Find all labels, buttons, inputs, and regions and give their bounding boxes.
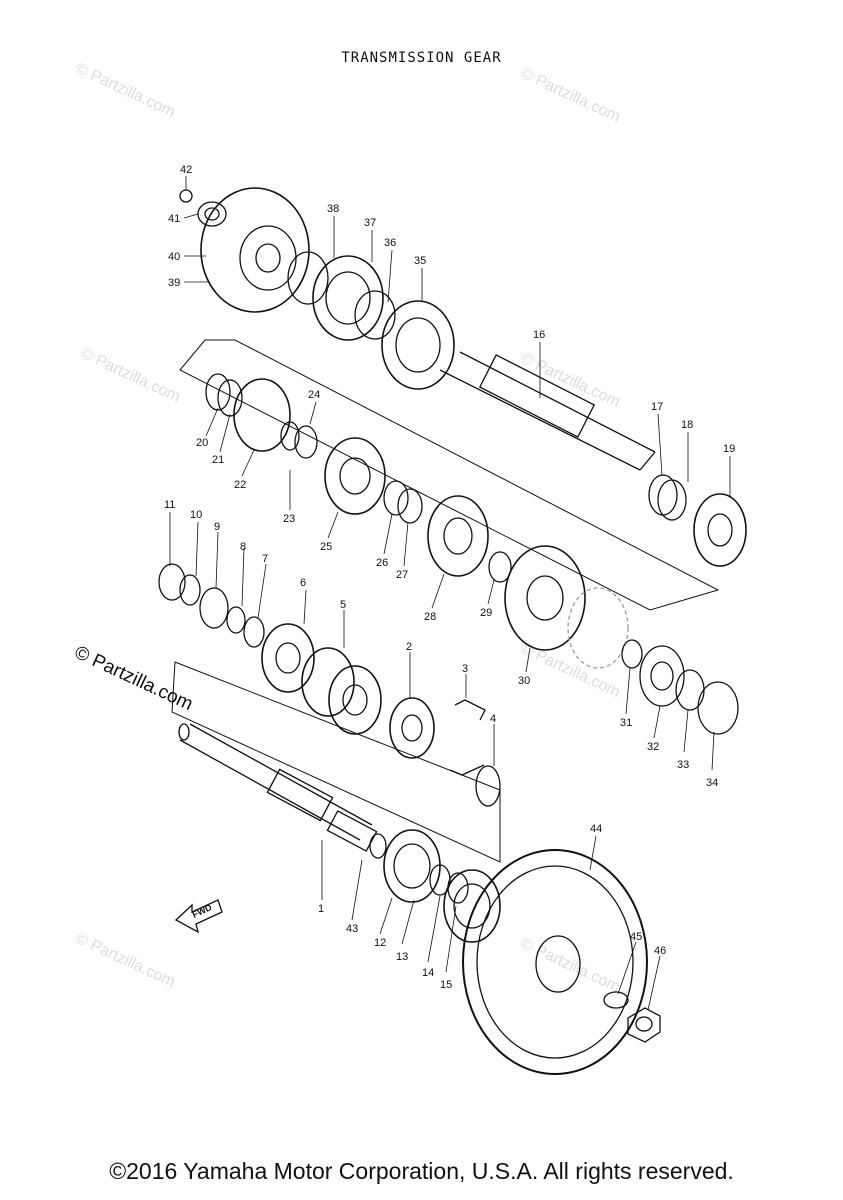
part-number-label: 5 <box>340 599 346 611</box>
part-number-label: 28 <box>424 611 436 623</box>
part-number-label: 23 <box>283 513 295 525</box>
primary-driven-gear-assembly <box>369 829 661 1075</box>
part-number-label: 19 <box>723 443 735 455</box>
part-number-label: 17 <box>651 401 663 413</box>
part-number-label: 12 <box>374 937 386 949</box>
upper-gear-train <box>205 373 747 735</box>
leader-lines <box>169 176 731 1011</box>
part-number-label: 43 <box>346 923 358 935</box>
part-number-label: 11 <box>164 499 175 511</box>
part-number-label: 46 <box>654 945 666 957</box>
part-number-label: 39 <box>168 277 180 289</box>
part-number-label: 8 <box>240 541 246 553</box>
part-number-label: 14 <box>422 967 434 979</box>
part-number-label: 32 <box>647 741 659 753</box>
lower-shaft-group-box <box>171 661 501 863</box>
part-number-label: 35 <box>414 255 426 267</box>
part-number-label: 36 <box>384 237 396 249</box>
part-number-label: 38 <box>327 203 339 215</box>
part-number-label: 20 <box>196 437 208 449</box>
part-number-label: 41 <box>168 213 180 225</box>
part-number-label: 10 <box>190 509 202 521</box>
part-number-label: 15 <box>440 979 452 991</box>
part-number-label: 30 <box>518 675 530 687</box>
drive-axle <box>178 723 378 852</box>
part-number-label: 45 <box>630 931 642 943</box>
sprocket-assembly <box>179 187 455 390</box>
part-number-label: 34 <box>706 777 718 789</box>
copyright-notice: ©2016 Yamaha Motor Corporation, U.S.A. A… <box>109 1158 734 1184</box>
part-number-label: 40 <box>168 251 180 263</box>
part-number-label: 42 <box>180 164 192 176</box>
part-number-label: 16 <box>533 329 545 341</box>
diagram-title: TRANSMISSION GEAR <box>341 50 502 66</box>
part-number-label: 31 <box>620 717 632 729</box>
part-number-label: 27 <box>396 569 408 581</box>
part-number-label: 37 <box>364 217 376 229</box>
part-number-label: 44 <box>590 823 602 835</box>
part-number-label: 22 <box>234 479 246 491</box>
fwd-arrow <box>174 899 223 934</box>
part-number-label: 24 <box>308 389 320 401</box>
part-number-label: 33 <box>677 759 689 771</box>
part-number-label: 26 <box>376 557 388 569</box>
part-number-label: 7 <box>262 553 268 565</box>
part-number-label: 2 <box>406 641 412 653</box>
left-bearings <box>158 563 265 648</box>
part-number-label: 6 <box>300 577 306 589</box>
part-number-label: 21 <box>212 454 224 466</box>
part-number-label: 1 <box>318 903 324 915</box>
part-number-label: 25 <box>320 541 332 553</box>
part-number-label: 3 <box>462 663 468 675</box>
part-number-label: 13 <box>396 951 408 963</box>
part-number-label: 4 <box>490 713 496 725</box>
lower-gear-train <box>261 623 501 807</box>
upper-shaft-group-box <box>179 339 720 611</box>
part-number-label: 18 <box>681 419 693 431</box>
part-number-label: 9 <box>214 521 220 533</box>
part-callouts: 42 41 40 39 38 37 36 35 16 17 18 19 24 2… <box>164 164 735 991</box>
part-number-label: 29 <box>480 607 492 619</box>
main-axle <box>439 351 656 471</box>
